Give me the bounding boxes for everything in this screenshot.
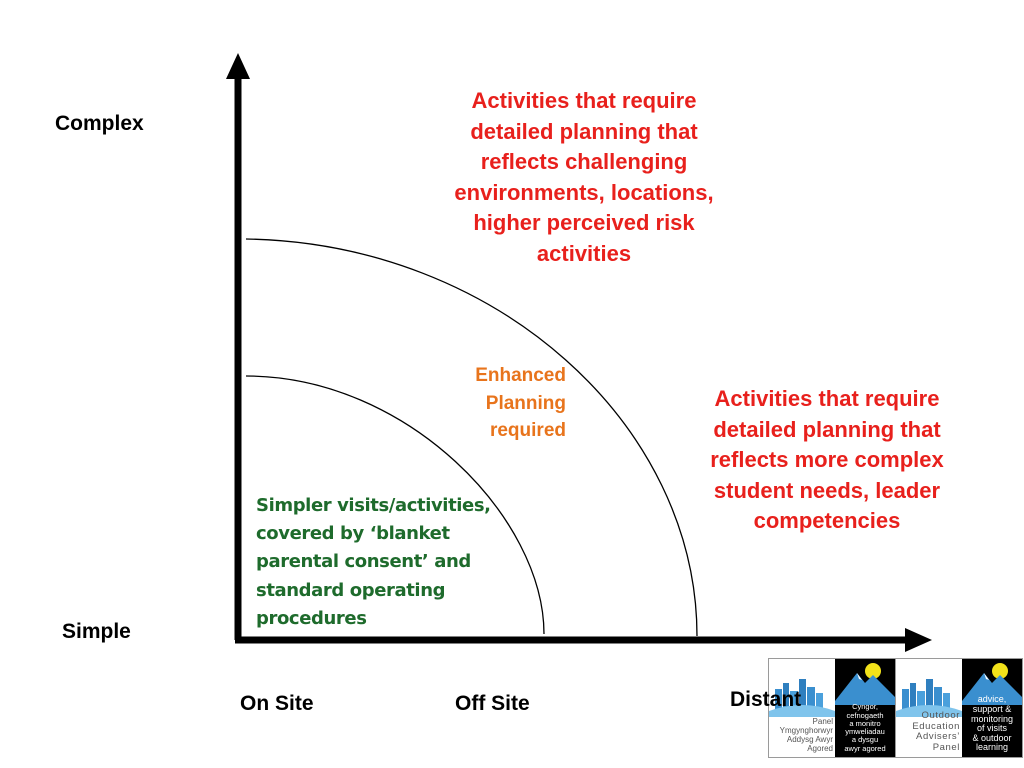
label-distant: Distant bbox=[730, 688, 802, 711]
outer-boundary-curve bbox=[245, 238, 698, 637]
simple-zone-text: Simpler visits/activities, covered by ‘b… bbox=[256, 495, 491, 629]
logo-english-left-text: Outdoor Education Advisers’ Panel bbox=[912, 710, 960, 753]
x-axis-arrowhead bbox=[905, 628, 932, 652]
city-skyline-icon bbox=[769, 679, 835, 717]
inner-boundary-curve bbox=[245, 375, 545, 635]
logo-welsh-right-text: Cyngor, cefnogaeth a monitro ymweliadau … bbox=[844, 702, 886, 753]
logo-welsh: Panel Ymgynghorwyr Addysg Awyr Agored Cy… bbox=[768, 658, 896, 758]
logo-english: Outdoor Education Advisers’ Panel advice… bbox=[895, 658, 1023, 758]
complex-needs-text: Activities that require detailed plannin… bbox=[710, 386, 944, 533]
logo-english-right-text: advice, support & monitoring of visits &… bbox=[970, 694, 1014, 753]
logo-welsh-left-text: Panel Ymgynghorwyr Addysg Awyr Agored bbox=[779, 717, 833, 753]
logo-welsh-right-panel: Cyngor, cefnogaeth a monitro ymweliadau … bbox=[835, 659, 895, 757]
sun-mountain-icon bbox=[962, 663, 1022, 705]
logo-welsh-left-panel: Panel Ymgynghorwyr Addysg Awyr Agored bbox=[769, 659, 835, 757]
label-complex: Complex bbox=[55, 112, 144, 135]
enhanced-planning-text: Enhanced Planning required bbox=[475, 365, 566, 441]
label-off-site: Off Site bbox=[455, 692, 530, 715]
logo-english-right-panel: advice, support & monitoring of visits &… bbox=[962, 659, 1022, 757]
complex-environment-text: Activities that require detailed plannin… bbox=[454, 88, 714, 266]
city-skyline-icon bbox=[896, 679, 962, 717]
logo-english-left-panel: Outdoor Education Advisers’ Panel bbox=[896, 659, 962, 757]
label-simple: Simple bbox=[62, 620, 131, 643]
label-on-site: On Site bbox=[240, 692, 314, 715]
y-axis-arrowhead bbox=[226, 53, 250, 79]
sun-mountain-icon bbox=[835, 663, 895, 705]
